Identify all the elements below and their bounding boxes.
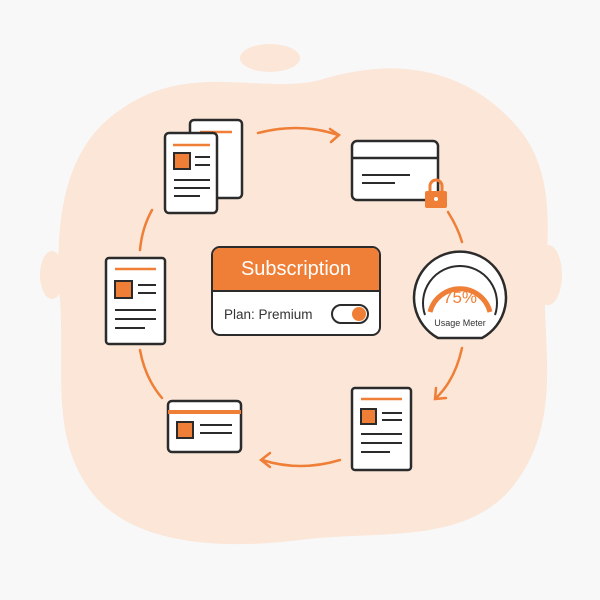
cycle-arrows (138, 126, 464, 469)
credit-card-lock-icon (350, 139, 447, 208)
document-stack-icon (163, 118, 244, 215)
toggle-knob (352, 307, 366, 321)
gauge-value: 75% (442, 288, 478, 307)
id-card-icon (166, 399, 243, 454)
subscription-card: Subscription Plan: Premium (211, 246, 381, 336)
gauge-label: Usage Meter (434, 318, 486, 328)
plan-toggle[interactable] (331, 304, 369, 324)
plan-label: Plan: Premium (224, 306, 313, 322)
document-left-icon (104, 256, 167, 346)
usage-gauge-icon (412, 250, 508, 340)
subscription-title: Subscription (213, 248, 379, 292)
lock-icon (425, 178, 447, 208)
document-right-icon (350, 386, 413, 472)
